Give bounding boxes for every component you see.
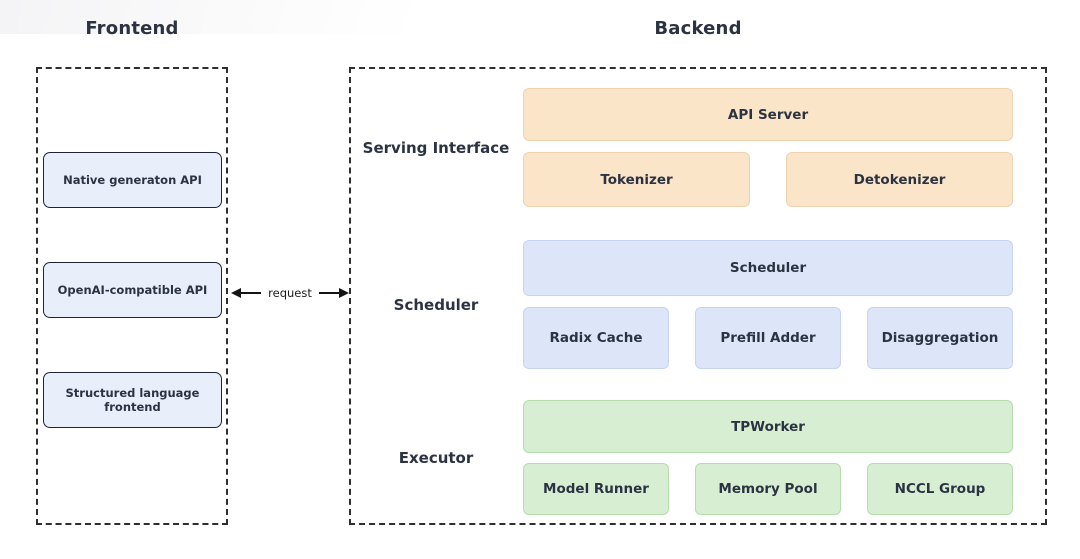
section-label-executor: Executor (398, 448, 474, 467)
arrow-line-right (318, 292, 339, 294)
frontend-box-native-generation-api: Native generaton API (43, 152, 222, 208)
request-label: request (268, 286, 312, 300)
backend-box-api-server: API Server (523, 88, 1013, 141)
backend-box-prefill-adder: Prefill Adder (695, 307, 841, 369)
backend-title: Backend (654, 18, 742, 39)
arrow-line-left (241, 292, 262, 294)
backend-box-tokenizer: Tokenizer (523, 152, 750, 207)
arrow-left-head-icon (231, 288, 241, 298)
backend-box-nccl-group: NCCL Group (867, 463, 1013, 515)
section-label-scheduler: Scheduler (393, 295, 479, 314)
backend-box-model-runner: Model Runner (523, 463, 669, 515)
backend-box-disaggregation: Disaggregation (867, 307, 1013, 369)
backend-box-tpworker: TPWorker (523, 400, 1013, 453)
backend-box-detokenizer: Detokenizer (786, 152, 1013, 207)
backend-box-memory-pool: Memory Pool (695, 463, 841, 515)
arrow-right-head-icon (339, 288, 349, 298)
frontend-box-structured-language-frontend: Structured language frontend (43, 372, 222, 428)
frontend-box-openai-compatible-api: OpenAI-compatible API (43, 262, 222, 318)
backend-box-radix-cache: Radix Cache (523, 307, 669, 369)
frontend-title: Frontend (85, 18, 179, 39)
section-label-serving-interface: Serving Interface (362, 138, 510, 157)
backend-box-scheduler: Scheduler (523, 240, 1013, 296)
frontend-container (36, 67, 228, 525)
backend-container (349, 67, 1047, 525)
request-arrow: request (231, 282, 349, 304)
